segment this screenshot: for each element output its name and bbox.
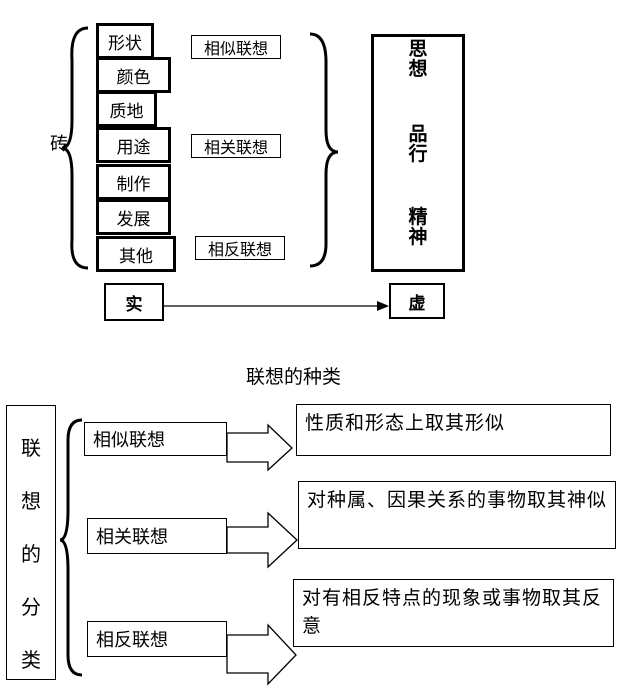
attribute-box: 用途 bbox=[96, 127, 171, 163]
relation-tag: 相关联想 bbox=[191, 134, 281, 158]
category-label: 联 想 的 分 类 bbox=[21, 436, 41, 672]
result-box bbox=[371, 34, 465, 272]
block-arrow bbox=[226, 623, 297, 686]
right-brace bbox=[309, 32, 339, 268]
description-box: 性质和形态上取其形似 bbox=[296, 404, 611, 456]
result-word-2: 品 行 bbox=[408, 123, 428, 165]
category-brace bbox=[59, 418, 83, 677]
left-brace bbox=[61, 26, 89, 270]
attribute-box: 制作 bbox=[96, 164, 171, 200]
diagram-title: 联想的种类 bbox=[246, 366, 342, 388]
attribute-box: 质地 bbox=[96, 91, 157, 127]
description-box: 对种属、因果关系的事物取其神似 bbox=[298, 481, 616, 549]
category-box bbox=[6, 405, 56, 680]
result-word-3: 精 神 bbox=[408, 206, 428, 248]
block-arrow bbox=[226, 511, 298, 569]
block-arrow bbox=[226, 423, 293, 472]
type-box: 相关联想 bbox=[87, 518, 227, 554]
attribute-box: 颜色 bbox=[96, 57, 171, 93]
flow-arrowhead bbox=[377, 301, 389, 311]
attribute-box: 其他 bbox=[96, 236, 176, 272]
flow-to-box: 虚 bbox=[389, 283, 445, 319]
result-word-1: 思 想 bbox=[408, 38, 428, 80]
description-box: 对有相反特点的现象或事物取其反意 bbox=[293, 579, 614, 647]
type-box: 相似联想 bbox=[84, 422, 227, 456]
relation-tag: 相似联想 bbox=[191, 35, 281, 59]
type-box: 相反联想 bbox=[87, 621, 227, 657]
flow-from-box: 实 bbox=[104, 283, 164, 321]
relation-tag: 相反联想 bbox=[195, 236, 285, 260]
attribute-box: 发展 bbox=[96, 199, 171, 235]
